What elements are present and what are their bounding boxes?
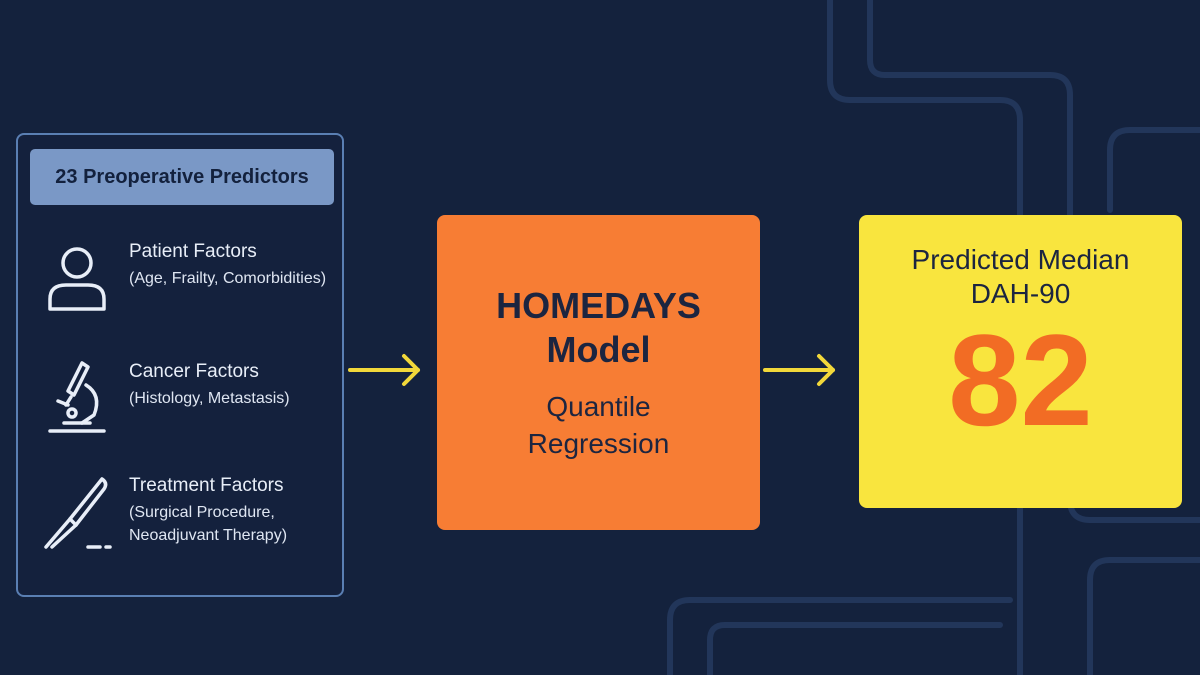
microscope-icon bbox=[48, 361, 106, 433]
treatment-factors-detail: (Surgical Procedure, Neoadjuvant Therapy… bbox=[129, 504, 288, 544]
predictors-header: 23 Preoperative Predictors bbox=[30, 149, 334, 205]
cancer-factors-title: Cancer Factors bbox=[129, 361, 259, 382]
predictors-panel: 23 Preoperative Predictors Patient Facto… bbox=[16, 133, 344, 597]
patient-factors: Patient Factors (Age, Frailty, Comorbidi… bbox=[18, 241, 346, 331]
scalpel-icon bbox=[44, 477, 112, 549]
arrow-right-icon bbox=[763, 354, 835, 386]
patient-factors-title: Patient Factors bbox=[129, 241, 257, 262]
model-box: HOMEDAYS Model Quantile Regression bbox=[437, 215, 760, 530]
result-box: Predicted Median DAH-90 82 bbox=[859, 215, 1182, 508]
patient-factors-detail: (Age, Frailty, Comorbidities) bbox=[129, 270, 327, 287]
cancer-factors-detail: (Histology, Metastasis) bbox=[129, 390, 290, 407]
cancer-factors: Cancer Factors (Histology, Metastasis) bbox=[18, 361, 346, 451]
treatment-factors-title: Treatment Factors bbox=[129, 475, 284, 496]
model-method: Quantile Regression bbox=[527, 390, 670, 459]
result-value: 82 bbox=[948, 307, 1093, 453]
person-icon bbox=[48, 247, 106, 311]
arrow-right-icon bbox=[348, 354, 420, 386]
treatment-factors: Treatment Factors (Surgical Procedure, N… bbox=[18, 475, 346, 565]
model-name: HOMEDAYS Model bbox=[496, 284, 701, 370]
result-label: Predicted Median DAH-90 bbox=[911, 244, 1130, 309]
